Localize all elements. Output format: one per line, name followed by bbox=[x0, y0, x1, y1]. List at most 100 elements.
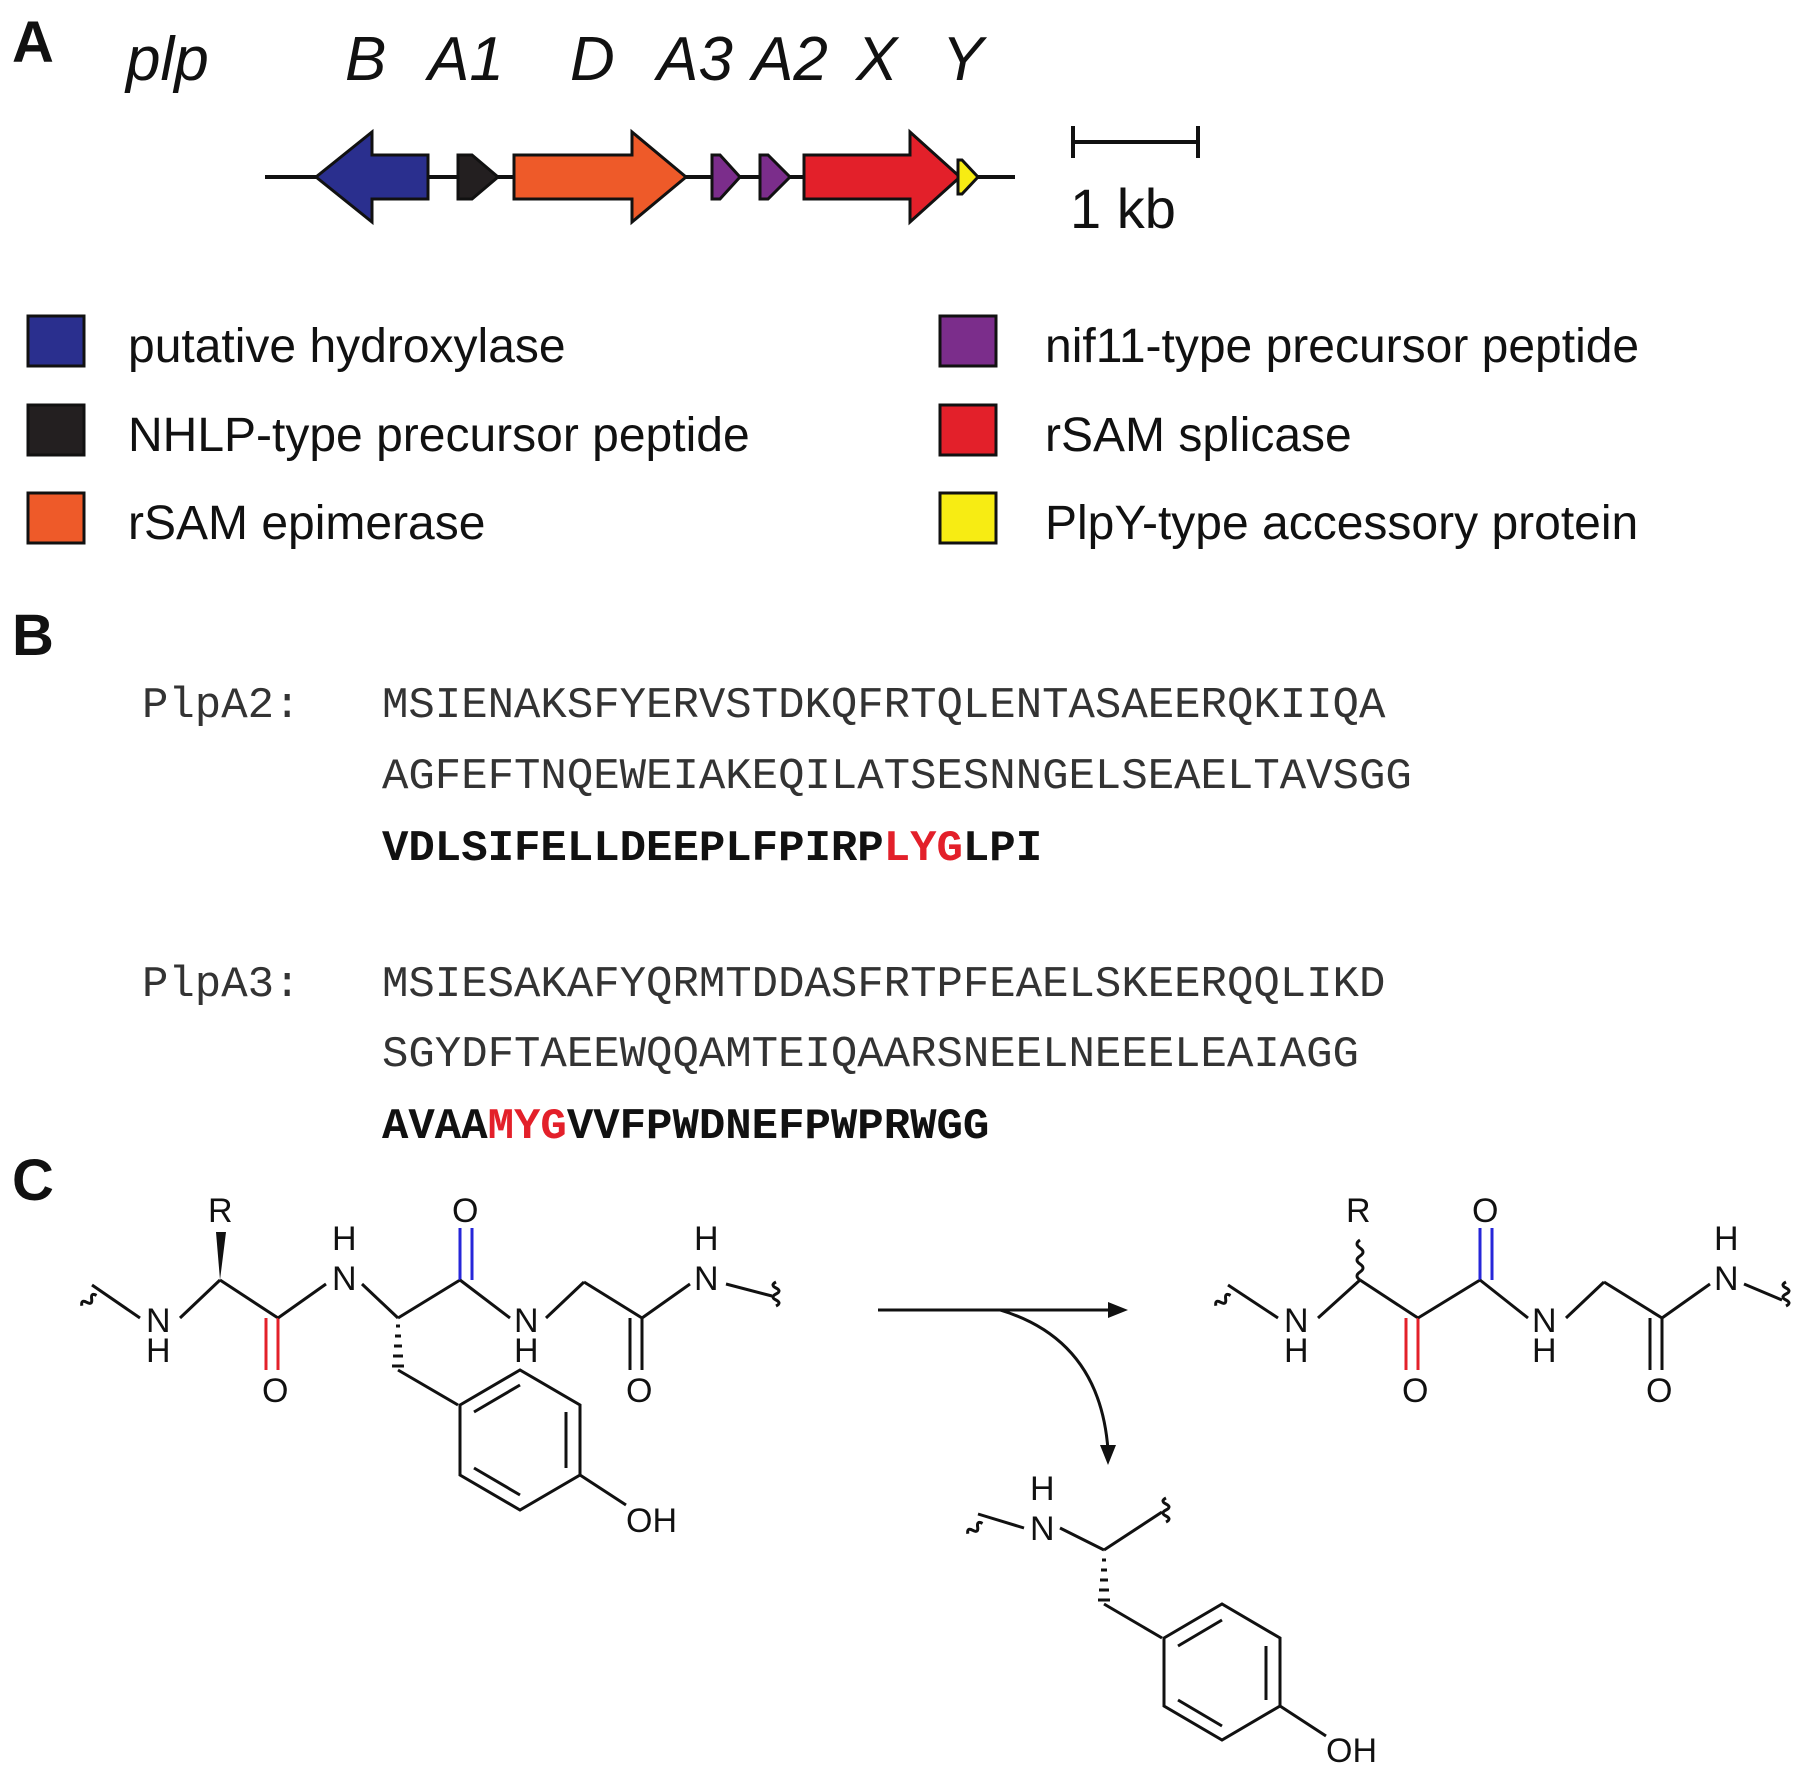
product-wavy-right bbox=[1781, 1280, 1791, 1308]
seq-name-plpa3: PlpA3: bbox=[142, 960, 300, 1010]
bond-s5 bbox=[360, 1282, 400, 1320]
bond-s1 bbox=[91, 1283, 141, 1320]
legend-swatch-hydroxylase bbox=[26, 314, 86, 368]
seq-plpa2-core-post: LPI bbox=[963, 824, 1042, 874]
phenol-ring-byproduct bbox=[1162, 1602, 1282, 1742]
gene-arrow-x bbox=[802, 128, 963, 226]
atom-n-left-product: N bbox=[1284, 1302, 1309, 1340]
atom-h-left-substrate: H bbox=[146, 1332, 171, 1370]
atom-o3-product: O bbox=[1646, 1372, 1672, 1410]
gene-label-b: B bbox=[345, 25, 386, 94]
atom-h3-substrate: H bbox=[694, 1220, 719, 1258]
phenol-ring-substrate bbox=[458, 1368, 582, 1512]
byproduct-structure: H N OH bbox=[966, 1470, 1377, 1766]
bond-s8 bbox=[544, 1280, 586, 1320]
bond-s7 bbox=[459, 1278, 511, 1320]
ring-inner-1 bbox=[473, 1383, 521, 1414]
atom-h-byproduct: H bbox=[1030, 1470, 1055, 1508]
seq-plpa3-motif: MYG bbox=[488, 1102, 567, 1152]
gene-arrow-y bbox=[956, 158, 981, 196]
seq-plpa2-core-pre: VDLSIFELLDEEPLFPIRP bbox=[382, 824, 884, 874]
legend-label-epimerase: rSAM epimerase bbox=[128, 497, 485, 550]
byproduct-arrow bbox=[999, 1308, 1110, 1451]
atom-n2-substrate: N bbox=[514, 1302, 539, 1340]
bond-p4 bbox=[1417, 1278, 1481, 1320]
atom-o-red-product: O bbox=[1402, 1372, 1428, 1410]
substrate-wavy-left bbox=[80, 1292, 98, 1306]
bond-s9 bbox=[583, 1280, 643, 1320]
gene-label-d: D bbox=[570, 25, 615, 94]
wedge-bond-r bbox=[216, 1232, 226, 1280]
seq-plpa3-line2: SGYDFTAEEWQQAMTEIQAARSNEELNEEELEAIAGG bbox=[382, 1030, 1359, 1080]
atom-oh-byproduct: OH bbox=[1326, 1732, 1377, 1766]
seq-plpa2-core: VDLSIFELLDEEPLFPIRPLYGLPI bbox=[382, 824, 1042, 874]
gene-label-y: Y bbox=[942, 25, 988, 94]
gene-arrow-d bbox=[512, 128, 689, 226]
legend-swatch-nhlp bbox=[26, 403, 86, 457]
panel-label-c: C bbox=[12, 1148, 54, 1213]
gene-label-a3: A3 bbox=[653, 25, 733, 94]
atom-h1-substrate: H bbox=[332, 1220, 357, 1258]
seq-plpa2-line2: AGFEFTNQEWEIAKEQILATSESNNGELSEAELTAVSGG bbox=[382, 752, 1412, 802]
ring-b-inner-3 bbox=[1177, 1698, 1223, 1728]
seq-name-plpa2: PlpA2: bbox=[142, 681, 300, 731]
substrate-wavy-right bbox=[771, 1280, 781, 1308]
product-wavy-left bbox=[1214, 1292, 1232, 1306]
ring-inner-3 bbox=[473, 1466, 521, 1497]
gene-arrow-a3 bbox=[710, 153, 743, 201]
bond-p7 bbox=[1603, 1280, 1663, 1320]
seq-plpa3-core-pre: AVAA bbox=[382, 1102, 488, 1152]
atom-r-product: R bbox=[1346, 1192, 1371, 1230]
wavy-bond-r bbox=[1355, 1238, 1365, 1282]
atom-r-substrate: R bbox=[208, 1192, 233, 1230]
byproduct-arrowhead bbox=[1100, 1445, 1116, 1465]
legend-swatch-splicase bbox=[938, 403, 998, 457]
atom-o-blue-product: O bbox=[1472, 1192, 1498, 1230]
atom-h-left-product: H bbox=[1284, 1332, 1309, 1370]
atom-oh-substrate: OH bbox=[626, 1502, 677, 1540]
substrate-structure: R N H H N O O N H O H N OH bbox=[80, 1192, 781, 1540]
gene-label-a2: A2 bbox=[748, 25, 828, 94]
panel-label-a: A bbox=[12, 10, 54, 75]
atom-n-left-substrate: N bbox=[146, 1302, 171, 1340]
seq-plpa3-core: AVAAMYGVVFPWDNEFPWPRWGG bbox=[382, 1102, 989, 1152]
bond-s3 bbox=[219, 1278, 279, 1320]
bond-b2 bbox=[1059, 1526, 1105, 1552]
legend-label-hydroxylase: putative hydroxylase bbox=[128, 320, 566, 373]
atom-h2-product: H bbox=[1532, 1332, 1557, 1370]
atom-n1-substrate: N bbox=[332, 1260, 357, 1298]
bond-s4 bbox=[277, 1282, 327, 1320]
legend-label-splicase: rSAM splicase bbox=[1045, 409, 1352, 462]
atom-h2-substrate: H bbox=[514, 1332, 539, 1370]
legend-swatch-epimerase bbox=[26, 491, 86, 545]
bond-ch2 bbox=[397, 1368, 459, 1407]
bond-oh bbox=[579, 1473, 627, 1507]
cluster-prefix: plp bbox=[124, 25, 209, 94]
ring-b-inner-1 bbox=[1177, 1618, 1223, 1648]
gene-label-a1: A1 bbox=[424, 25, 504, 94]
bond-p5 bbox=[1479, 1278, 1529, 1320]
atom-o-blue-substrate: O bbox=[452, 1192, 478, 1230]
atom-o-red-substrate: O bbox=[262, 1372, 288, 1410]
atom-h3-product: H bbox=[1714, 1220, 1739, 1258]
gene-label-x: X bbox=[854, 25, 900, 94]
byproduct-wavy-right bbox=[1161, 1496, 1171, 1524]
atom-n-byproduct: N bbox=[1030, 1510, 1055, 1548]
bond-p2 bbox=[1316, 1278, 1362, 1320]
bond-s10 bbox=[641, 1282, 691, 1320]
bond-s11 bbox=[725, 1282, 773, 1298]
atom-o3-substrate: O bbox=[626, 1372, 652, 1410]
seq-plpa3-line1: MSIESAKAFYQRMTDDASFRTPFEAELSKEERQQLIKD bbox=[382, 960, 1385, 1010]
bond-b-oh bbox=[1279, 1704, 1327, 1738]
bond-p8 bbox=[1661, 1282, 1711, 1320]
panel-label-b: B bbox=[12, 603, 54, 668]
seq-plpa3-core-post: VVFPWDNEFPWPRWGG bbox=[567, 1102, 989, 1152]
hashed-bond-substrate bbox=[392, 1324, 404, 1368]
gene-arrow-a2 bbox=[758, 153, 793, 201]
bond-b-ch2 bbox=[1103, 1602, 1163, 1640]
gene-arrow-b bbox=[313, 128, 430, 226]
bond-s6 bbox=[397, 1278, 461, 1320]
legend-swatch-nif11 bbox=[938, 314, 998, 368]
legend-label-plpy: PlpY-type accessory protein bbox=[1045, 497, 1638, 550]
